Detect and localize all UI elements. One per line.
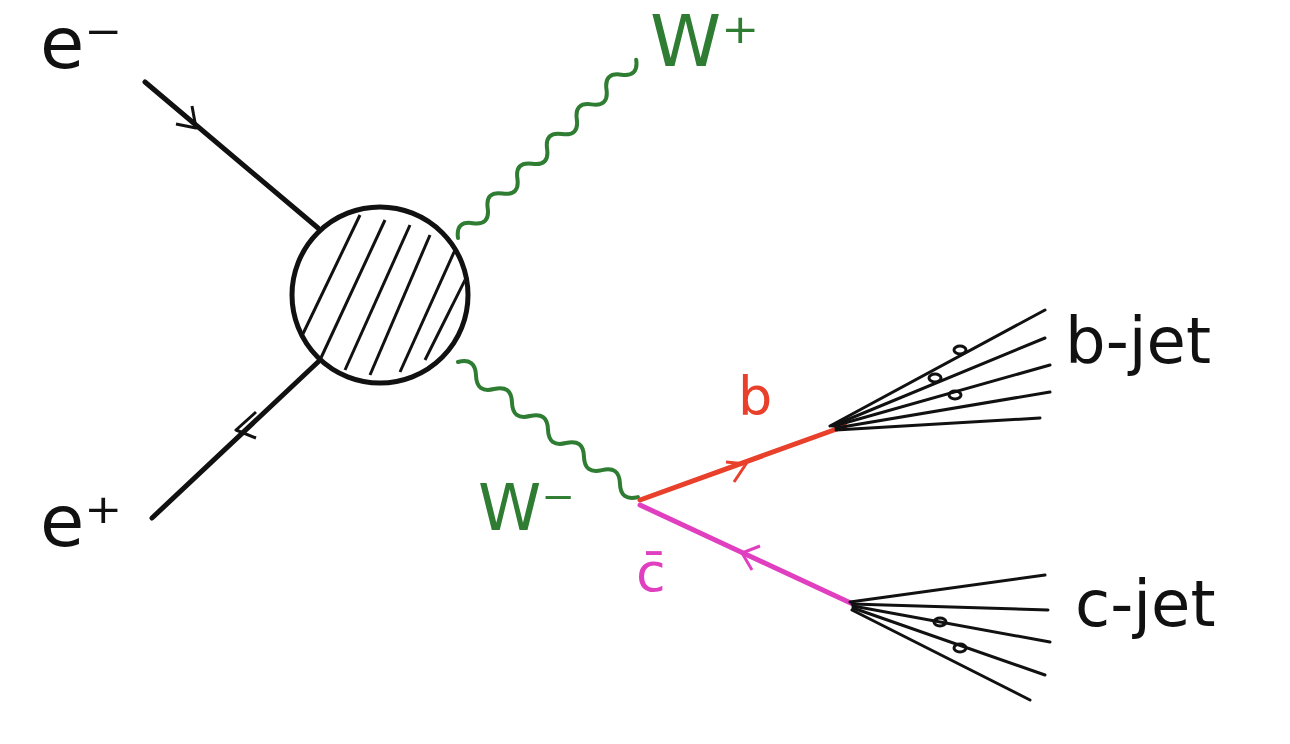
cbar-quark-arrow	[742, 546, 760, 570]
w-minus-label: W⁻	[478, 472, 575, 546]
w-plus-label: W⁺	[650, 0, 759, 83]
c-jet-cone	[850, 575, 1050, 700]
b-quark-line	[640, 426, 845, 500]
b-jet-cone	[830, 310, 1050, 430]
cbar-quark-label: c̄	[636, 542, 666, 604]
positron-label: e⁺	[40, 480, 122, 563]
b-quark-arrow	[726, 462, 746, 482]
electron-label: e⁻	[40, 2, 122, 85]
c-jet-label: c-jet	[1075, 568, 1216, 642]
blob-hatching	[300, 215, 470, 375]
electron-line	[145, 82, 318, 228]
w-plus-propagator	[453, 55, 641, 243]
b-jet-label: b-jet	[1065, 305, 1211, 379]
positron-arrow	[236, 412, 256, 438]
cbar-quark-line	[640, 505, 855, 605]
electron-arrow	[176, 106, 196, 128]
b-quark-label: b	[738, 366, 772, 428]
interaction-blob	[292, 207, 468, 383]
positron-line	[152, 362, 318, 518]
